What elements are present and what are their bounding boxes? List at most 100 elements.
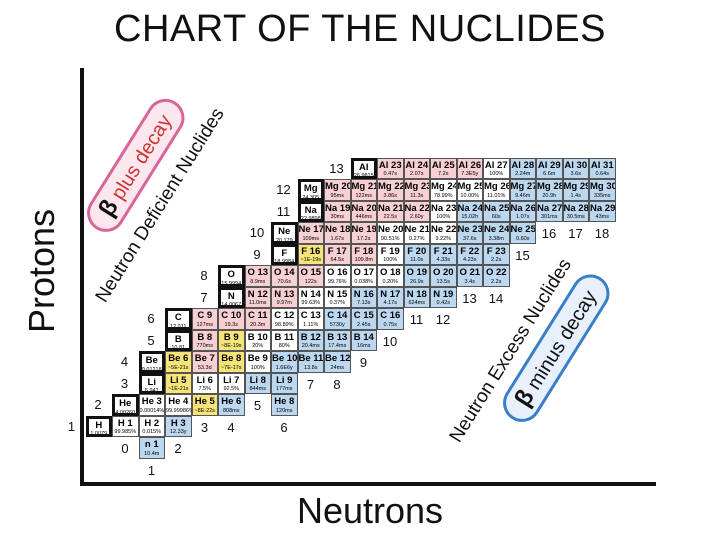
nuclide-symbol: He 4	[168, 396, 189, 407]
nuclide-symbol: C 9	[197, 310, 213, 321]
nuclide-symbol: Al 26	[458, 159, 482, 171]
nuclide-value: 7.3E5y	[461, 171, 479, 177]
nuclide-value: 98.89%	[274, 321, 294, 328]
nuclide-symbol: B 13	[327, 331, 348, 343]
nuclide-symbol: n 1	[144, 439, 159, 450]
nuclide-symbol: Na 22	[404, 202, 430, 214]
nuclide-value: 22.9898	[300, 216, 321, 222]
nuclide-symbol: Na 26	[510, 202, 536, 214]
nuclide-value: 60s	[491, 214, 501, 220]
nuclide-value: 4.23s	[463, 257, 477, 263]
nuclide-value: 0.27%	[408, 235, 425, 242]
nuclide-symbol: Mg 28	[537, 181, 563, 192]
nuclide-value: 37.6s	[463, 235, 477, 242]
nuclide-value: 624ms	[408, 300, 425, 306]
nuclide-value: 10.00%	[460, 192, 480, 199]
nuclide-value: ~8E-19s	[220, 343, 242, 349]
nuclide-symbol: F 16	[301, 245, 321, 257]
nuclide-symbol: O	[227, 269, 235, 280]
nuclide-value: 17.4ms	[328, 343, 347, 349]
nuclide-symbol: Mg 24	[431, 181, 457, 192]
nuclide-symbol: Ne 25	[510, 224, 536, 235]
nuclide-value: 109ms	[302, 235, 319, 242]
nuclide-value: 43ms	[595, 214, 609, 220]
nuclide-symbol: Be 10	[272, 353, 298, 364]
nuclide-value: 6.941	[144, 388, 159, 394]
nuclide-symbol: Li	[147, 376, 156, 388]
nuclide-value: 844ms	[249, 386, 266, 392]
nuclide-value: 12.011	[170, 323, 187, 330]
nuclide-value: 4.33s	[436, 257, 450, 263]
nuclide-value: 7.13s	[357, 300, 371, 306]
nuclide-symbol: Na 25	[484, 202, 510, 214]
proton-number-label: 9	[253, 246, 261, 262]
neutron-number-label: 18	[594, 226, 610, 241]
chart-title: CHART OF THE NUCLIDES	[114, 8, 606, 50]
nuclide-symbol: N 17	[380, 288, 401, 300]
nuclide-value: 1.07s	[516, 214, 530, 220]
nuclide-value: 4.17s	[383, 300, 397, 306]
nuclide-symbol: Ne 17	[298, 224, 324, 235]
nuclide-symbol: Mg 27	[510, 181, 536, 192]
nuclide-value: 2.07s	[410, 171, 424, 177]
proton-number-label: 12	[276, 182, 291, 197]
nuclide-value: 3.86s	[383, 192, 397, 199]
nuclide-symbol: C 14	[327, 310, 348, 321]
nuclide-value: 20%	[252, 343, 264, 349]
nuclide-symbol: N	[227, 290, 235, 302]
nuclide-symbol: O 16	[326, 267, 348, 278]
y-axis-label: Protons	[21, 208, 62, 334]
proton-number-label: 3	[120, 375, 129, 391]
nuclide-symbol: N 14	[300, 288, 321, 300]
nuclide-value: 0.038%	[354, 278, 374, 285]
nuclide-symbol: H 2	[144, 417, 160, 429]
nuclide-value: 109.8m	[354, 257, 373, 263]
nuclide-symbol: Ne 19	[351, 224, 377, 235]
nuclide-symbol: Ne 21	[404, 224, 430, 235]
nuclide-symbol: Ne 20	[378, 224, 404, 235]
nuclide-value: 22.5s	[383, 214, 397, 220]
nuclide-value: 122ms	[355, 192, 372, 199]
proton-number-label: 4	[120, 354, 129, 369]
nuclide-value: 24ms	[330, 364, 344, 371]
nuclide-symbol: N 13	[274, 288, 295, 300]
nuclide-value: 4.00260	[115, 409, 136, 416]
nuclide-symbol: Al 25	[431, 159, 455, 171]
nuclide-value: 100%	[250, 364, 265, 371]
nuclide-symbol: Ne 22	[431, 224, 457, 235]
x-axis-line	[80, 482, 656, 486]
nuclide-value: 2.2s	[491, 257, 502, 263]
nuclide-cell: Be 8~7E-17s	[218, 351, 245, 373]
nuclide-symbol: O 22	[485, 267, 507, 278]
nuclide-value: 26.9s	[410, 278, 424, 285]
